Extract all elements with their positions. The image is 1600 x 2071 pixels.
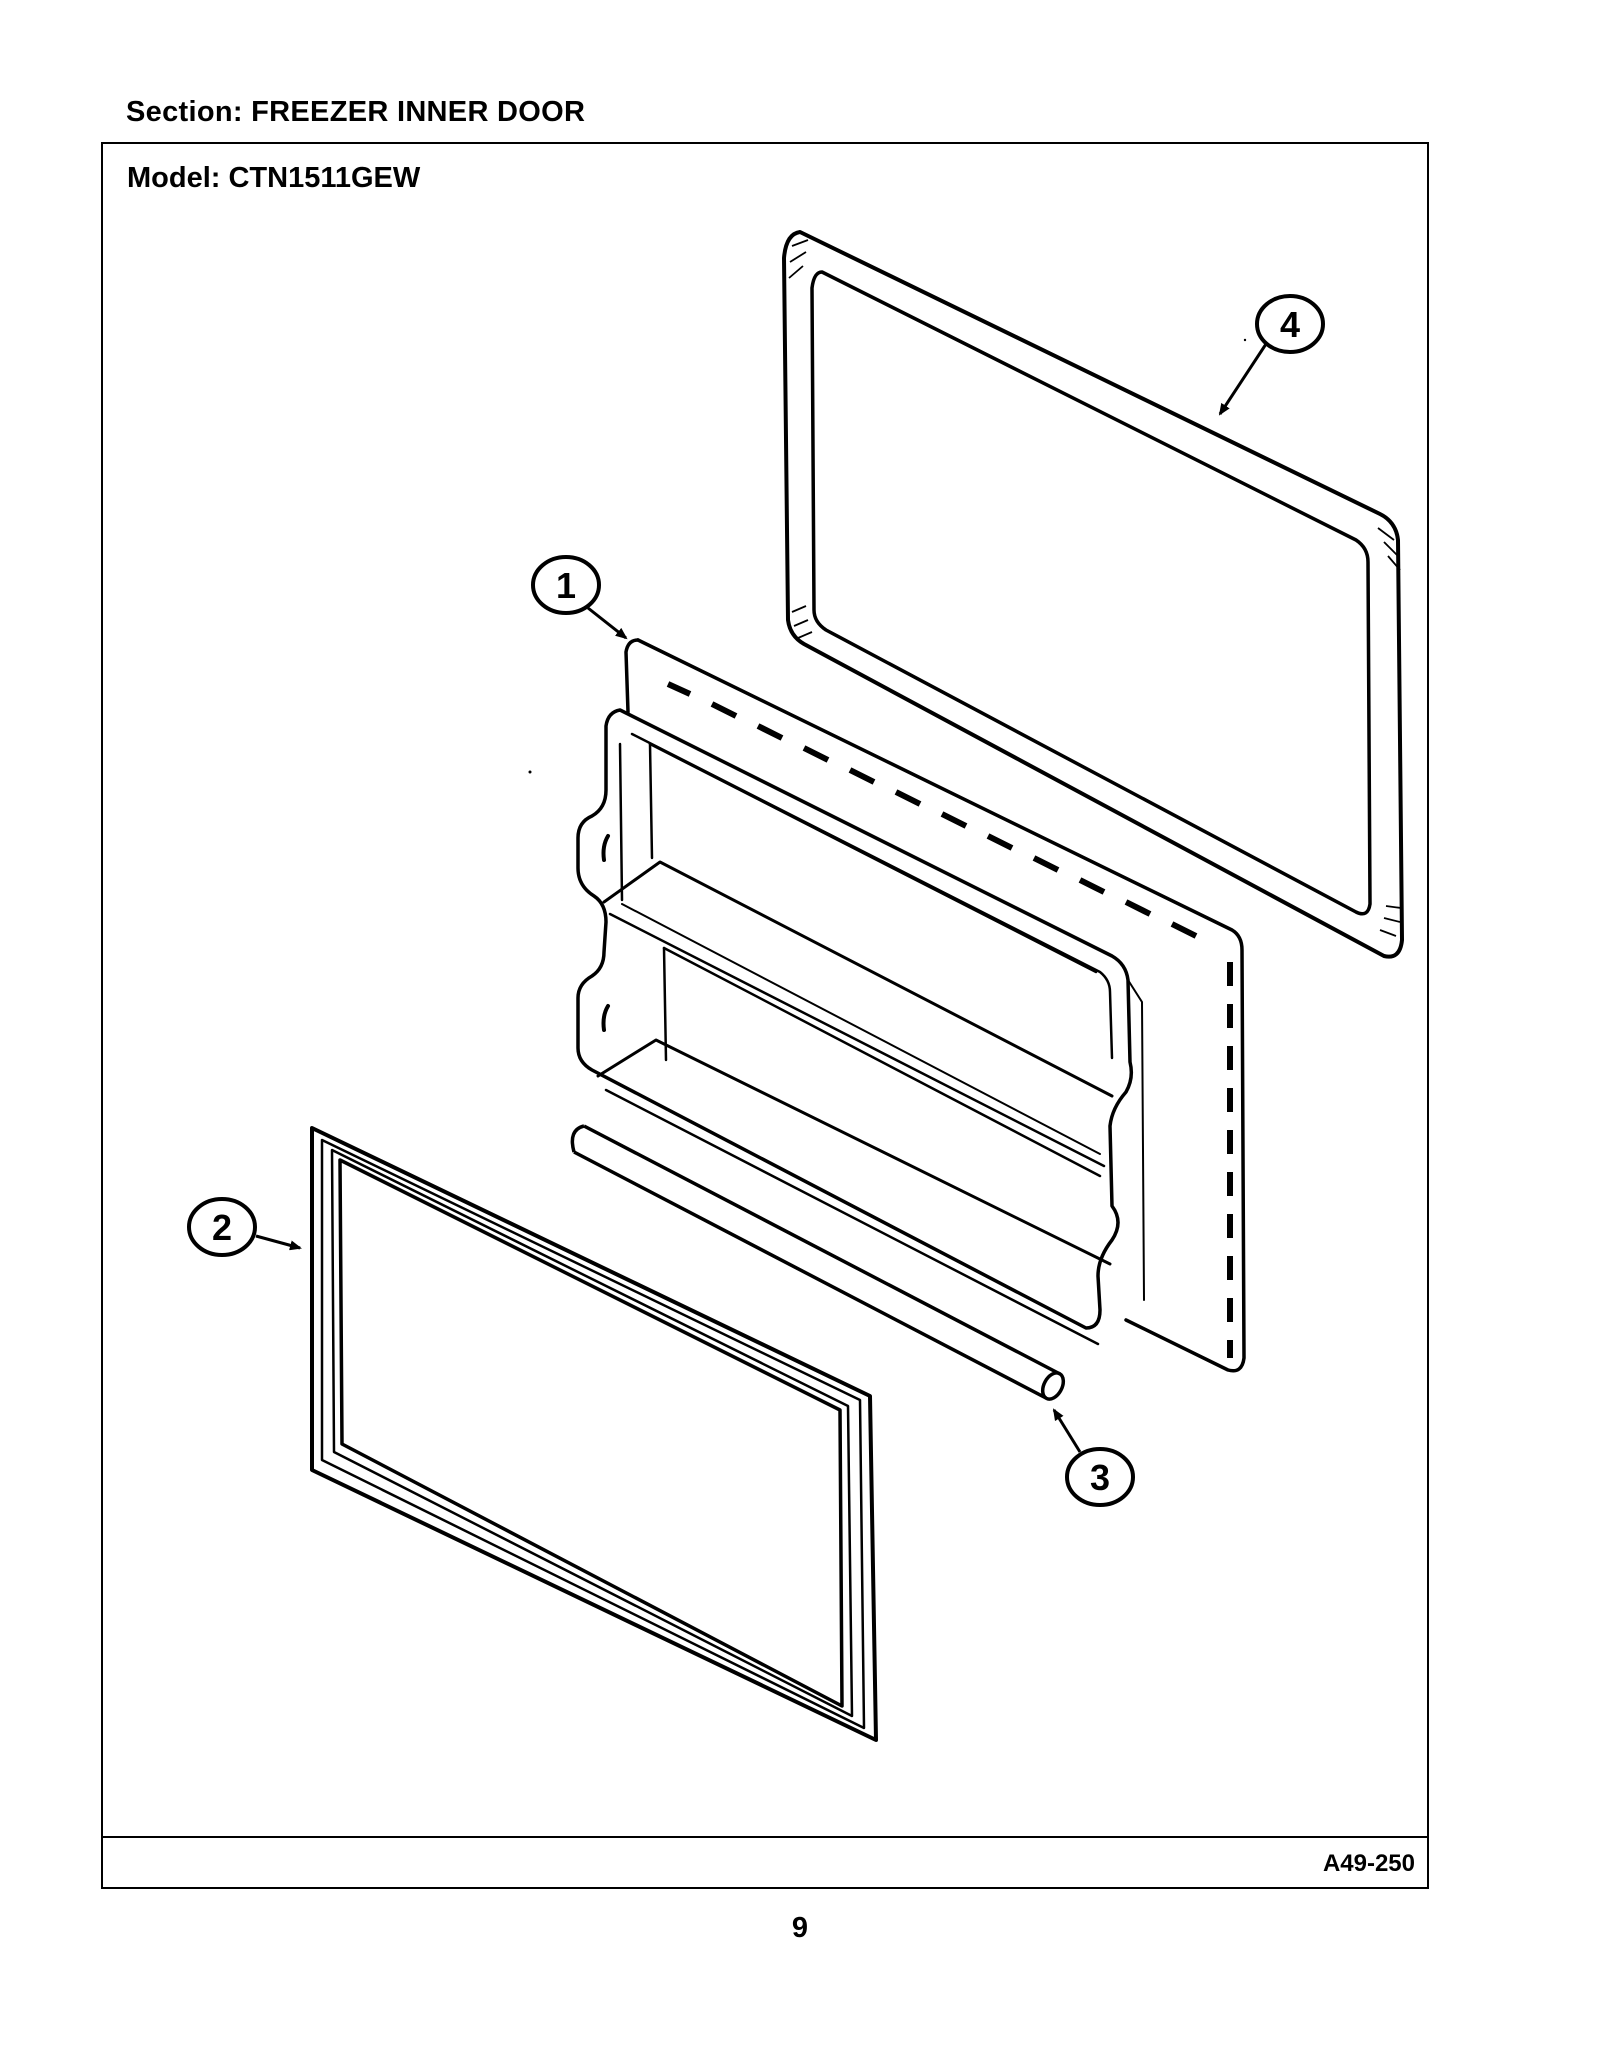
part-3-rod xyxy=(570,1124,1066,1401)
callout-4-label: 4 xyxy=(1280,304,1300,345)
drawing-code: A49-250 xyxy=(1322,1850,1415,1877)
section-title: Section: FREEZER INNER DOOR xyxy=(126,96,586,128)
page-number: 9 xyxy=(791,1912,809,1944)
part-2-door-gasket xyxy=(310,1126,878,1742)
callout-4: 4 xyxy=(1218,294,1325,416)
callout-1-label: 1 xyxy=(556,565,576,606)
scan-speck xyxy=(528,770,532,774)
part-4-breaker-frame xyxy=(782,230,1404,959)
footer-divider xyxy=(103,1836,1427,1838)
callout-2: 2 xyxy=(187,1197,302,1257)
callout-3: 3 xyxy=(1052,1408,1135,1507)
scan-speck xyxy=(1243,338,1247,342)
callout-1: 1 xyxy=(531,555,628,640)
diagram-frame: Model: CTN1511GEW A49-250 xyxy=(101,142,1429,1889)
top-dash-line xyxy=(666,681,1198,939)
part-1-inner-door-liner xyxy=(576,638,1246,1373)
callout-2-label: 2 xyxy=(212,1207,232,1248)
model-title: Model: CTN1511GEW xyxy=(127,162,421,194)
callout-3-label: 3 xyxy=(1090,1457,1110,1498)
